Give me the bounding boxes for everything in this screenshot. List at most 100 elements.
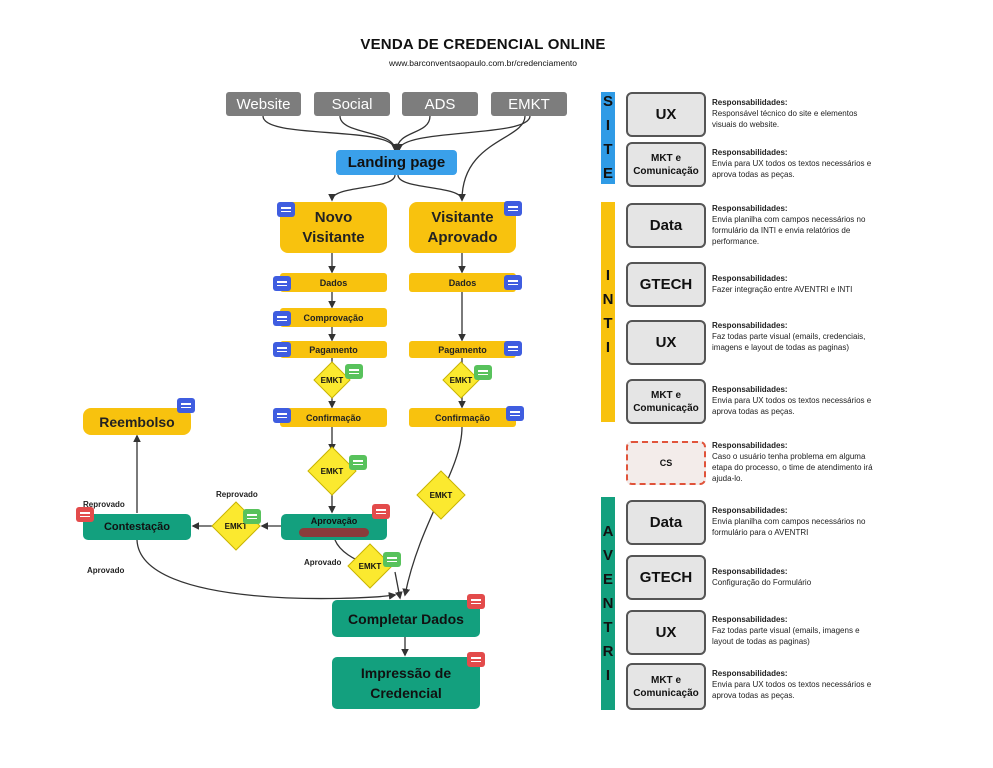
resp-heading: Responsabilidades: bbox=[712, 506, 788, 515]
left-step-dados: Dados bbox=[280, 273, 387, 292]
emkt-diamond-left-1 bbox=[313, 361, 351, 399]
comment-icon[interactable] bbox=[467, 594, 485, 609]
comment-icon[interactable] bbox=[383, 552, 401, 567]
aprovacao-bar bbox=[299, 528, 369, 537]
source-website: Website bbox=[226, 92, 301, 116]
resp-body: Envia planilha com campos necessários no… bbox=[712, 215, 866, 246]
comment-icon[interactable] bbox=[474, 365, 492, 380]
resp-body: Responsável técnico do site e elementos … bbox=[712, 109, 858, 129]
comment-icon[interactable] bbox=[277, 202, 295, 217]
bar-letter: N bbox=[602, 291, 614, 308]
visitante-aprovado-label: Visitante Aprovado bbox=[427, 208, 498, 246]
visitante-aprovado-node: Visitante Aprovado bbox=[409, 202, 516, 253]
page-title: VENDA DE CREDENCIAL ONLINE bbox=[360, 36, 606, 53]
comment-icon[interactable] bbox=[177, 398, 195, 413]
source-social: Social bbox=[314, 92, 390, 116]
bar-letter: V bbox=[602, 546, 613, 564]
source-emkt: EMKT bbox=[491, 92, 567, 116]
team-bar-aventri: A V E N T R I bbox=[601, 497, 615, 710]
comment-icon[interactable] bbox=[467, 652, 485, 667]
role-box-mkt-inti: MKT e Comunicação bbox=[626, 379, 706, 424]
resp-body: Envia para UX todos os textos necessário… bbox=[712, 159, 872, 179]
comment-icon[interactable] bbox=[243, 509, 261, 524]
role-box-mkt-aventri: MKT e Comunicação bbox=[626, 663, 706, 710]
comment-icon[interactable] bbox=[345, 364, 363, 379]
emkt-diamond-left-2 bbox=[307, 446, 357, 496]
bar-letter: N bbox=[602, 594, 614, 612]
resp-heading: Responsabilidades: bbox=[712, 669, 788, 678]
left-step-comprovacao: Comprovação bbox=[280, 308, 387, 327]
comment-icon[interactable] bbox=[273, 311, 291, 326]
comment-icon[interactable] bbox=[273, 342, 291, 357]
bar-letter: I bbox=[605, 339, 611, 356]
comment-icon[interactable] bbox=[349, 455, 367, 470]
resp-text: Responsabilidades:Fazer integração entre… bbox=[712, 273, 882, 295]
aprovacao-node: Aprovação bbox=[281, 514, 387, 540]
role-box-mkt-site: MKT e Comunicação bbox=[626, 142, 706, 187]
comment-icon[interactable] bbox=[372, 504, 390, 519]
label-reprovado-top: Reprovado bbox=[83, 500, 125, 509]
role-box-data-aventri: Data bbox=[626, 500, 706, 545]
resp-heading: Responsabilidades: bbox=[712, 148, 788, 157]
resp-text: Responsabilidades: Envia planilha com cam… bbox=[712, 505, 882, 538]
role-box-ux-inti: UX bbox=[626, 320, 706, 365]
comment-icon[interactable] bbox=[504, 341, 522, 356]
resp-body: Caso o usuário tenha problema em alguma … bbox=[712, 452, 873, 483]
resp-heading: Responsabilidades: bbox=[712, 321, 788, 330]
resp-text: Responsabilidades: Responsável técnico do… bbox=[712, 97, 882, 130]
comment-icon[interactable] bbox=[506, 406, 524, 421]
resp-heading: Responsabilidades: bbox=[712, 98, 788, 107]
emkt-diamond-right-2 bbox=[416, 470, 466, 520]
comment-icon[interactable] bbox=[273, 408, 291, 423]
comment-icon[interactable] bbox=[504, 201, 522, 216]
bar-letter: I bbox=[605, 117, 611, 134]
comment-icon[interactable] bbox=[76, 507, 94, 522]
bar-letter: T bbox=[603, 618, 613, 636]
label-reprovado-mid: Reprovado bbox=[216, 490, 258, 499]
aprovacao-label: Aprovação bbox=[310, 516, 358, 526]
resp-body: Envia para UX todos os textos necessário… bbox=[712, 680, 872, 700]
contestacao-node: Contestação bbox=[83, 514, 191, 540]
resp-body: Envia planilha com campos necessários no… bbox=[712, 517, 866, 537]
resp-text: Responsabilidades: Configuração do Formul… bbox=[712, 566, 882, 588]
comment-icon[interactable] bbox=[504, 275, 522, 290]
reembolso-node: Reembolso bbox=[83, 408, 191, 435]
role-box-ux-aventri: UX bbox=[626, 610, 706, 655]
landing-page-node: Landing page bbox=[336, 150, 457, 175]
resp-text: Responsabilidades:Caso o usuário tenha p… bbox=[712, 440, 882, 484]
bar-letter: T bbox=[603, 315, 613, 332]
bar-letter: I bbox=[605, 267, 611, 284]
completar-dados-node: Completar Dados bbox=[332, 600, 480, 637]
comment-icon[interactable] bbox=[273, 276, 291, 291]
left-step-confirmacao: Confirmação bbox=[280, 408, 387, 427]
bar-letter: E bbox=[602, 165, 613, 182]
page-url: www.barconventsaopaulo.com.br/credenciam… bbox=[388, 58, 578, 68]
resp-body: Configuração do Formulário bbox=[712, 578, 812, 587]
bar-letter: T bbox=[603, 141, 613, 158]
resp-text: Responsabilidades: Envia para UX todos os… bbox=[712, 668, 882, 701]
emkt-diamond-right-1 bbox=[442, 361, 480, 399]
role-box-gtech-aventri: GTECH bbox=[626, 555, 706, 600]
bar-letter: E bbox=[602, 570, 613, 588]
bar-letter: I bbox=[605, 666, 611, 684]
team-bar-site: S I T E bbox=[601, 92, 615, 184]
label-aprovado-center: Aprovado bbox=[304, 558, 342, 567]
resp-body: Faz todas parte visual (emails, credenci… bbox=[712, 332, 866, 352]
bar-letter: A bbox=[602, 522, 614, 540]
resp-heading: Responsabilidades: bbox=[712, 204, 788, 213]
novo-visitante-node: Novo Visitante bbox=[280, 202, 387, 253]
label-aprovado-left: Aprovado bbox=[87, 566, 125, 575]
resp-heading: Responsabilidades: bbox=[712, 385, 788, 394]
resp-text: Responsabilidades: Envia para UX todos os… bbox=[712, 147, 882, 180]
resp-text: Responsabilidades: Faz todas parte visual… bbox=[712, 320, 882, 353]
role-box-ux-site: UX bbox=[626, 92, 706, 137]
resp-heading: Responsabilidades: bbox=[712, 567, 788, 576]
right-step-dados: Dados bbox=[409, 273, 516, 292]
resp-heading: Responsabilidades: bbox=[712, 274, 788, 283]
emkt-label-reprovado: EMKT bbox=[224, 521, 248, 531]
resp-text: Responsabilidades:Faz todas parte visual… bbox=[712, 614, 882, 647]
bar-letter: S bbox=[602, 93, 613, 110]
novo-visitante-label: Novo Visitante bbox=[302, 208, 365, 246]
resp-body: Faz todas parte visual (emails, imagens … bbox=[712, 626, 860, 646]
right-step-confirmacao: Confirmação bbox=[409, 408, 516, 427]
